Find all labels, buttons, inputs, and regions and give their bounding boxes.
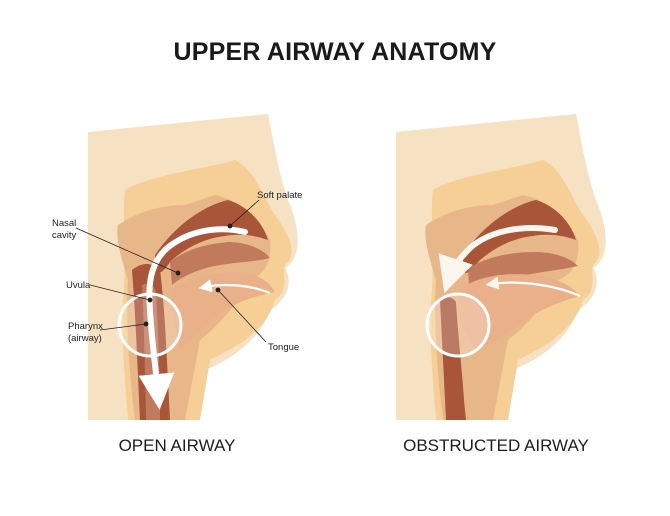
nasal-cavity-r bbox=[463, 200, 576, 273]
label-pharynx-line2: (airway) bbox=[68, 333, 102, 344]
page-title: UPPER AIRWAY ANATOMY bbox=[173, 38, 497, 66]
obstructed-airway-head bbox=[396, 114, 606, 420]
pharynx-r bbox=[440, 297, 466, 420]
label-soft-palate: Soft palate bbox=[257, 190, 302, 201]
tongue bbox=[171, 272, 275, 350]
obstructed-airflow-arrows bbox=[438, 225, 581, 298]
label-tongue: Tongue bbox=[268, 342, 299, 353]
label-leader-lines bbox=[75, 199, 267, 343]
soft-palate bbox=[170, 242, 270, 285]
nasal-cavity bbox=[155, 200, 268, 273]
label-nasal-cavity-line2: cavity bbox=[52, 230, 77, 241]
label-pharynx-line1: Pharynx bbox=[68, 321, 103, 332]
obstructed-airway-highlight-circle bbox=[425, 292, 491, 358]
open-airway-highlight-circle bbox=[117, 292, 183, 358]
label-nasal-cavity-line1: Nasal bbox=[52, 218, 76, 229]
label-uvula: Uvula bbox=[66, 280, 91, 291]
open-airway-head bbox=[88, 114, 298, 420]
open-airway-caption: OPEN AIRWAY bbox=[118, 436, 236, 455]
soft-palate-r bbox=[468, 252, 578, 300]
obstructed-airway-caption: OBSTRUCTED AIRWAY bbox=[403, 436, 589, 455]
